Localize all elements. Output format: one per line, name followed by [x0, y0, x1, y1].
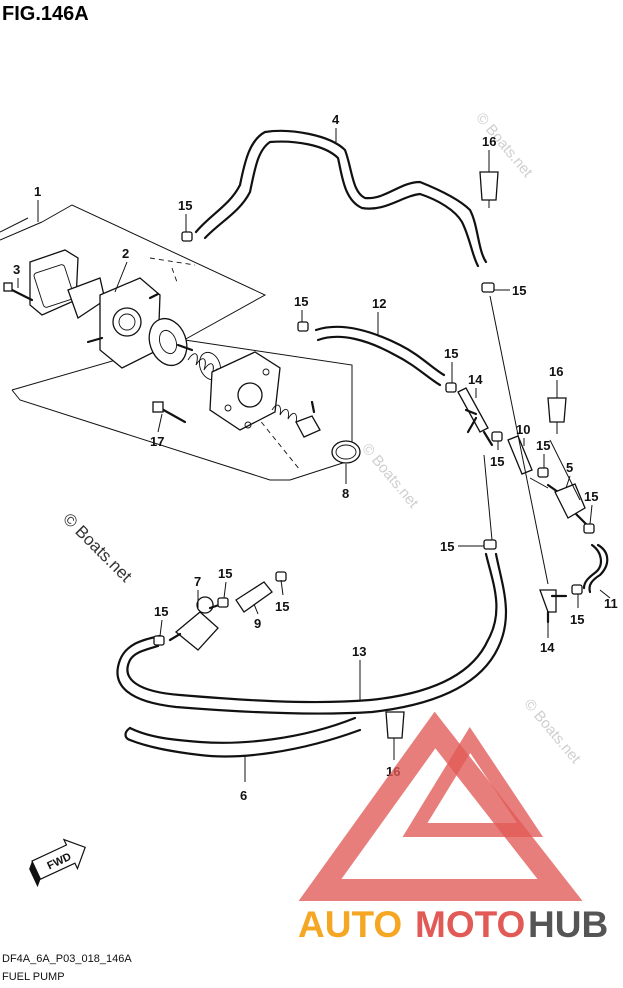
callout-16-right: 16 [549, 364, 563, 379]
callout-15: 15 [440, 539, 454, 554]
pump-body [86, 277, 161, 369]
callout-15: 15 [512, 283, 526, 298]
logo-hub: HUB [528, 904, 608, 945]
callout-leaders [17, 128, 611, 782]
watermark-text: © Boats.net [358, 440, 422, 512]
leader-lines [483, 295, 581, 585]
o-ring-part [331, 440, 361, 464]
callout-9: 9 [254, 616, 261, 631]
callout-15: 15 [584, 489, 598, 504]
clip-16-bottom [385, 711, 405, 739]
logo-moto: MOTO [415, 904, 525, 945]
hose-12 [314, 325, 446, 387]
hose-10 [507, 435, 533, 475]
callout-15: 15 [294, 294, 308, 309]
callout-15: 15 [490, 454, 504, 469]
diagram-caption: FUEL PUMP [2, 971, 65, 983]
callout-15: 15 [536, 438, 550, 453]
callout-14: 14 [468, 372, 483, 387]
callout-15: 15 [275, 599, 289, 614]
callout-6: 6 [240, 788, 247, 803]
plunger-part [271, 400, 321, 438]
t-fitting-14-lower [539, 589, 568, 624]
pump-gasket [29, 249, 106, 320]
callout-1: 1 [34, 184, 41, 199]
hose-11 [582, 543, 609, 594]
copyright-text: © Boats.net [59, 509, 136, 586]
fuel-pump-7 [168, 596, 224, 651]
callout-17: 17 [150, 434, 164, 449]
callout-5: 5 [566, 460, 573, 475]
callout-13: 13 [352, 644, 366, 659]
callout-15: 15 [570, 612, 584, 627]
fwd-arrow-icon: FWD [29, 838, 86, 888]
callout-15: 15 [444, 346, 458, 361]
callout-8: 8 [342, 486, 349, 501]
hose-6 [124, 716, 362, 758]
bolt-part [152, 401, 187, 424]
screw-part [3, 282, 34, 302]
callout-15: 15 [218, 566, 232, 581]
hose-4 [194, 129, 488, 268]
callout-4: 4 [332, 112, 340, 127]
figure-title: FIG.146A [2, 3, 89, 25]
diaphragm-part [148, 317, 194, 367]
automotohub-logo: AUTO MOTO HUB [298, 711, 608, 945]
callout-7: 7 [194, 574, 201, 589]
callout-2: 2 [122, 246, 129, 261]
watermark-text: © Boats.net [520, 696, 584, 768]
t-fitting-14 [457, 387, 494, 447]
clamp-15 [153, 231, 595, 646]
hose-9 [235, 581, 273, 613]
callout-3: 3 [13, 262, 20, 277]
callout-15: 15 [154, 604, 168, 619]
callout-16-top: 16 [482, 134, 496, 149]
callout-15: 15 [178, 198, 192, 213]
pump-cover [209, 351, 281, 431]
callout-14: 14 [540, 640, 555, 655]
clip-16-top [479, 171, 499, 208]
hose-13 [116, 552, 508, 715]
callout-12: 12 [372, 296, 386, 311]
diagram-code: DF4A_6A_P03_018_146A [2, 953, 132, 965]
clip-16-right [547, 397, 567, 434]
fuel-filter-5 [546, 483, 588, 526]
logo-auto: AUTO [298, 904, 402, 945]
callout-11: 11 [604, 596, 618, 611]
callout-10: 10 [516, 422, 530, 437]
